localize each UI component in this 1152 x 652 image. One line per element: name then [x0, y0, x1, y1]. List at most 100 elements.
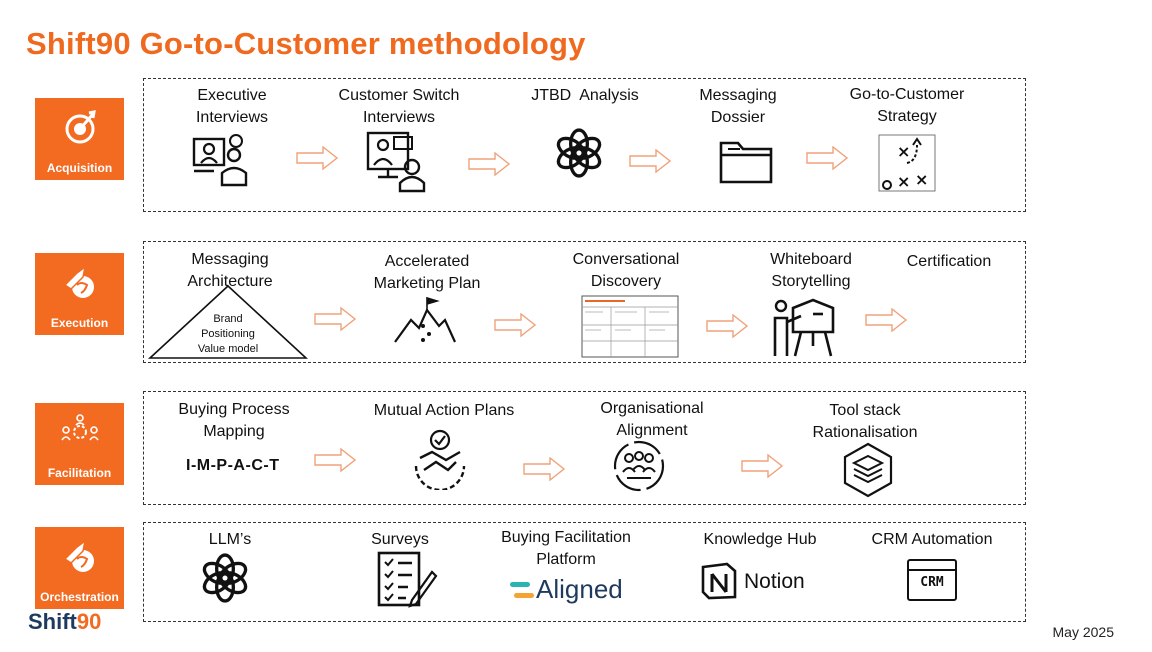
step-label: Whiteboard	[770, 251, 852, 268]
arrow-icon	[314, 448, 356, 472]
step-label: Knowledge Hub	[703, 531, 817, 548]
step-label: Surveys	[371, 531, 429, 548]
rocket-globe-icon	[63, 539, 94, 572]
survey-clipboard-icon	[377, 551, 438, 608]
step-conversational-discovery: Conversational Discovery	[556, 249, 696, 293]
notion-logo: Notion	[744, 570, 805, 593]
step-label: Buying Process	[178, 401, 290, 418]
step-label: Discovery	[590, 273, 662, 290]
step-label: Certification	[906, 253, 992, 270]
step-label: Alignment	[616, 422, 688, 439]
arrow-icon	[468, 152, 510, 176]
strategy-board-icon: × × ×	[878, 134, 936, 192]
step-label: CRM Automation	[871, 531, 993, 548]
crm-badge: CRM	[920, 575, 944, 590]
phase-label: Acquisition	[46, 161, 113, 175]
video-call-icon	[366, 131, 426, 193]
arrow-icon	[741, 454, 783, 478]
openai-icon	[554, 128, 604, 178]
svg-text:×: ×	[915, 170, 928, 189]
step-label: Go-to-Customer	[849, 86, 965, 103]
handshake-gear-icon	[414, 429, 466, 490]
step-buying-process: Buying Process Mapping	[164, 399, 304, 443]
step-surveys: Surveys	[350, 529, 450, 551]
step-mutual-action: Mutual Action Plans	[356, 400, 532, 422]
step-gtc-strategy: Go-to-Customer Strategy	[832, 84, 982, 128]
arrow-icon	[494, 313, 536, 337]
acquisition-row	[143, 78, 1026, 212]
arrow-icon	[523, 457, 565, 481]
impact-label: I-M-P-A-C-T	[186, 457, 280, 474]
step-buying-facilitation-platform: Buying Facilitation Platform	[488, 527, 644, 571]
step-label: Strategy	[877, 108, 937, 125]
phase-label: Execution	[50, 316, 109, 330]
step-messaging-architecture: Messaging Architecture	[170, 249, 290, 293]
shift90-logo: Shift90	[28, 609, 101, 635]
step-label: Messaging	[191, 251, 269, 268]
arrow-icon	[806, 146, 848, 170]
date-label: May 2025	[1052, 624, 1114, 640]
step-certification: Certification	[890, 251, 1008, 273]
logo-num: 90	[76, 609, 102, 634]
step-label: Interviews	[362, 109, 436, 126]
target-icon	[65, 110, 96, 144]
crm-window-bar	[909, 561, 955, 571]
step-label: Dossier	[710, 109, 766, 126]
svg-text:×: ×	[897, 142, 910, 161]
step-label: Interviews	[195, 109, 269, 126]
step-label: Organisational	[600, 400, 704, 417]
step-tool-stack: Tool stack Rationalisation	[790, 400, 940, 444]
arrow-icon	[865, 308, 907, 332]
arrow-icon	[314, 307, 356, 331]
team-gear-icon	[61, 414, 99, 441]
rocket-globe-icon	[63, 265, 94, 298]
crm-icon: CRM	[907, 559, 957, 601]
openai-icon	[200, 553, 250, 603]
step-label: Platform	[536, 551, 596, 568]
step-label: Mutual Action Plans	[373, 402, 515, 419]
step-knowledge-hub: Knowledge Hub	[692, 529, 828, 551]
step-label: Customer Switch	[338, 87, 460, 104]
logo-shift: Shift	[28, 609, 77, 634]
step-label: Storytelling	[771, 273, 851, 290]
phase-label: Orchestration	[40, 590, 119, 604]
pyramid-line: Value model	[197, 343, 259, 355]
step-whiteboard-storytelling: Whiteboard Storytelling	[752, 249, 870, 293]
phase-execution: Execution	[35, 253, 124, 335]
execution-row	[143, 241, 1026, 363]
step-label: Marketing Plan	[373, 275, 481, 292]
phase-label: Facilitation	[47, 466, 112, 480]
step-label: Tool stack	[829, 402, 901, 419]
step-label: Architecture	[187, 273, 273, 290]
step-accelerated-plan: Accelerated Marketing Plan	[362, 251, 492, 295]
step-label: Accelerated	[384, 253, 470, 270]
phase-facilitation: Facilitation	[35, 403, 124, 485]
step-label: Mapping	[203, 423, 265, 440]
presenter-whiteboard-icon	[773, 298, 835, 357]
step-org-alignment: Organisational Alignment	[584, 398, 720, 442]
step-customer-switch: Customer Switch Interviews	[324, 85, 474, 129]
facilitation-row	[143, 391, 1026, 505]
aligned-logo-icon	[510, 582, 534, 598]
pyramid-icon	[148, 284, 308, 359]
pyramid-line: Brand	[213, 313, 243, 325]
layers-stack-icon	[843, 442, 893, 498]
aligned-logo: Aligned	[536, 574, 623, 604]
step-crm-automation: CRM Automation	[860, 529, 1004, 551]
folder-icon	[719, 141, 773, 184]
discovery-sheet-icon	[581, 295, 679, 358]
pyramid-text: Brand Positioning Value model	[178, 312, 278, 357]
phase-acquisition: Acquisition	[35, 98, 124, 180]
arrow-icon	[706, 314, 748, 338]
step-label: Conversational	[572, 251, 680, 268]
step-label: Messaging	[699, 87, 777, 104]
orchestration-row	[143, 522, 1026, 622]
step-llms: LLM’s	[180, 529, 280, 551]
arrow-icon	[296, 146, 338, 170]
notion-icon	[701, 562, 737, 600]
svg-text:×: ×	[897, 172, 910, 191]
step-executive-interviews: Executive Interviews	[172, 85, 292, 129]
video-interview-icon	[192, 134, 248, 187]
step-messaging-dossier: Messaging Dossier	[678, 85, 798, 129]
arrow-icon	[629, 149, 671, 173]
